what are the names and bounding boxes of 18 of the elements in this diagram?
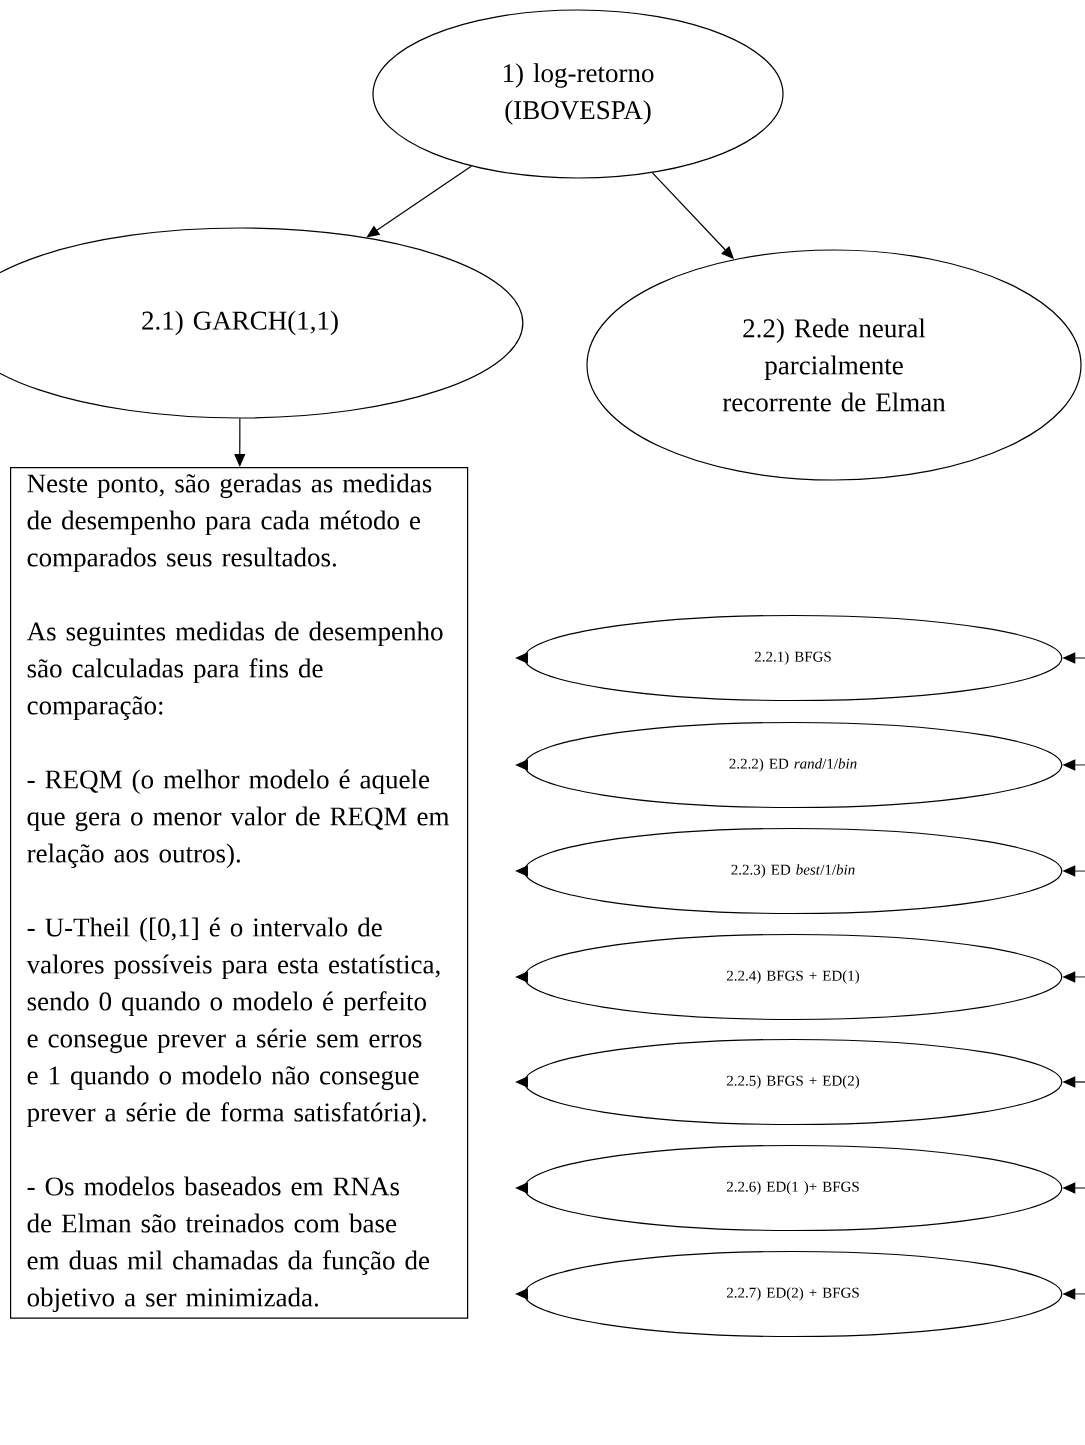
ellipse-node: 2.2.7) ED(2) + BFGS bbox=[523, 1250, 1063, 1338]
arrow bbox=[515, 971, 529, 983]
text-box: Neste ponto, são geradas as medidas de desempenho para cada método e comparados seus resultados. As seguintes medidas de desempenho são calculadas para fins de comparação: - REQM (o melhor modelo é aquele que gera o menor valor de REQM em relação aos outros). - U-Theil ([0,1] é o intervalo de valores possíveis para esta estatística, sendo 0 quando o modelo é perfeito e consegue prever a série sem erros e 1 quando o modelo não consegue prever a série de forma satisfatória). - Os modelos baseados em RNAs de Elman são treinados com base em duas mil chamadas da função de objetivo a ser minimizada. bbox=[10, 467, 469, 1319]
ellipse-node: 2.2.4) BFGS + ED(1) bbox=[523, 933, 1063, 1021]
arrow bbox=[234, 418, 246, 467]
ellipse-node: 2.2.2) ED rand/1/bin bbox=[523, 721, 1063, 809]
ellipse-node: 2.2.3) ED best/1/bin bbox=[523, 827, 1063, 915]
arrow bbox=[515, 1182, 529, 1194]
ellipse-node: 2.2.5) BFGS + ED(2) bbox=[523, 1038, 1063, 1126]
arrow bbox=[515, 1288, 529, 1300]
arrow bbox=[515, 759, 529, 771]
arrow bbox=[515, 652, 529, 664]
ellipse-node: 1) log-retorno (IBOVESPA) bbox=[372, 9, 784, 179]
arrow bbox=[515, 1076, 529, 1088]
ellipse-node: 2.2) Rede neural parcialmente recorrente de Elman bbox=[586, 249, 1082, 481]
ellipse-node: 2.2.6) ED(1 )+ BFGS bbox=[523, 1144, 1063, 1232]
ellipse-node: 2.2.1) BFGS bbox=[523, 614, 1063, 702]
arrow bbox=[515, 865, 529, 877]
